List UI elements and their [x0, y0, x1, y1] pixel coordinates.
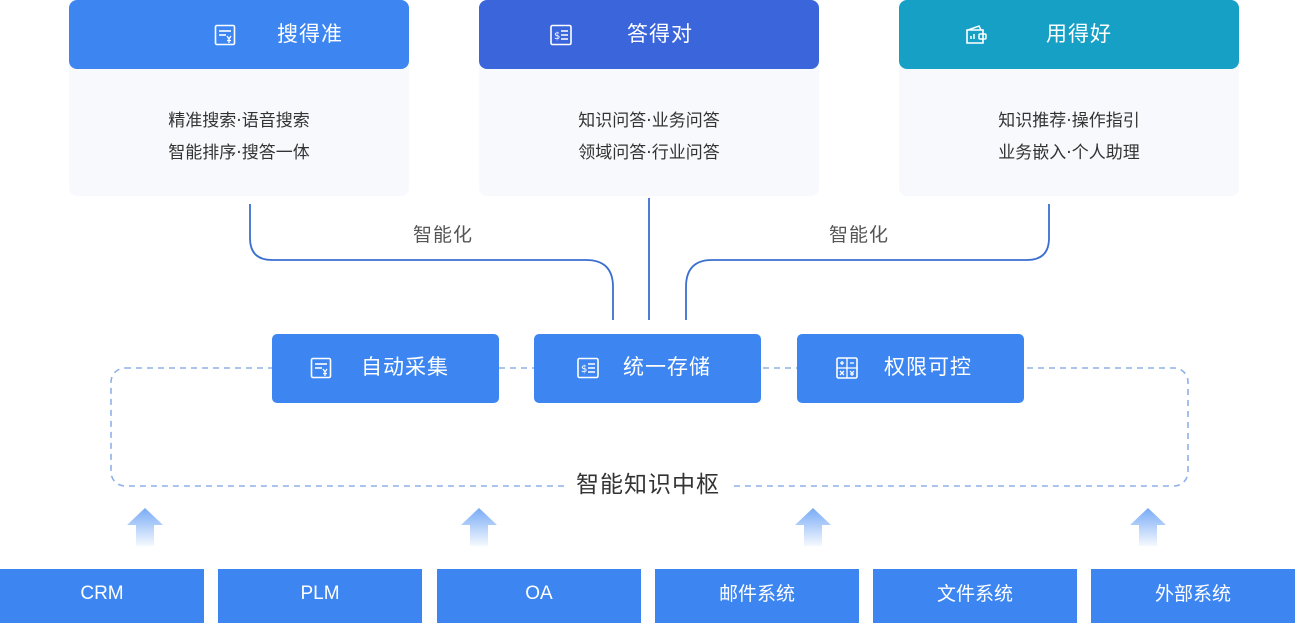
card-use-header: 用得好 [899, 0, 1239, 69]
calculator-icon [836, 357, 858, 379]
source-crm: CRM [0, 569, 204, 623]
svg-text:$: $ [554, 31, 560, 42]
card-use-line-2: 业务嵌入·个人助理 [998, 143, 1140, 163]
svg-text:$: $ [581, 364, 587, 375]
up-arrow-3 [795, 508, 831, 546]
source-oa: OA [437, 569, 641, 623]
document-list-icon: $ [577, 357, 599, 379]
source-external: 外部系统 [1091, 569, 1295, 623]
connector-right [685, 204, 1050, 320]
wallet-icon [966, 25, 987, 44]
hub-box-storage: $ 统一存储 [534, 334, 761, 403]
receipt-icon [310, 357, 332, 379]
card-search-line-2: 智能排序·搜答一体 [168, 143, 310, 163]
card-use-line-1: 知识推荐·操作指引 [998, 111, 1140, 131]
connector-label-right: 智能化 [829, 224, 890, 246]
hub-box-collect: 自动采集 [272, 334, 499, 403]
card-search-title: 搜得准 [277, 22, 343, 46]
connector-label-left: 智能化 [413, 224, 474, 246]
card-search-line-1: 精准搜索·语音搜索 [168, 111, 310, 131]
hub-title: 智能知识中枢 [565, 469, 731, 501]
card-answer-line-1: 知识问答·业务问答 [578, 111, 720, 131]
source-plm: PLM [218, 569, 422, 623]
source-file: 文件系统 [873, 569, 1077, 623]
card-search: 搜得准 精准搜索·语音搜索 智能排序·搜答一体 [69, 0, 409, 196]
card-answer-title: 答得对 [627, 22, 693, 46]
card-answer-header: $ 答得对 [479, 0, 819, 69]
card-use: 用得好 知识推荐·操作指引 业务嵌入·个人助理 [899, 0, 1239, 196]
hub-box-collect-label: 自动采集 [361, 355, 449, 379]
up-arrow-4 [1130, 508, 1166, 546]
card-answer-line-2: 领域问答·行业问答 [578, 143, 720, 163]
up-arrow-1 [127, 508, 163, 546]
hub-box-permission: 权限可控 [797, 334, 1024, 403]
hub-box-permission-label: 权限可控 [884, 355, 972, 379]
source-mail: 邮件系统 [655, 569, 859, 623]
hub-box-storage-label: 统一存储 [623, 355, 711, 379]
card-answer: $ 答得对 知识问答·业务问答 领域问答·行业问答 [479, 0, 819, 196]
receipt-icon [214, 24, 236, 46]
connector-left [249, 204, 614, 320]
card-search-header: 搜得准 [69, 0, 409, 69]
up-arrow-2 [461, 508, 497, 546]
document-list-icon: $ [550, 24, 572, 46]
card-use-title: 用得好 [1046, 22, 1112, 46]
